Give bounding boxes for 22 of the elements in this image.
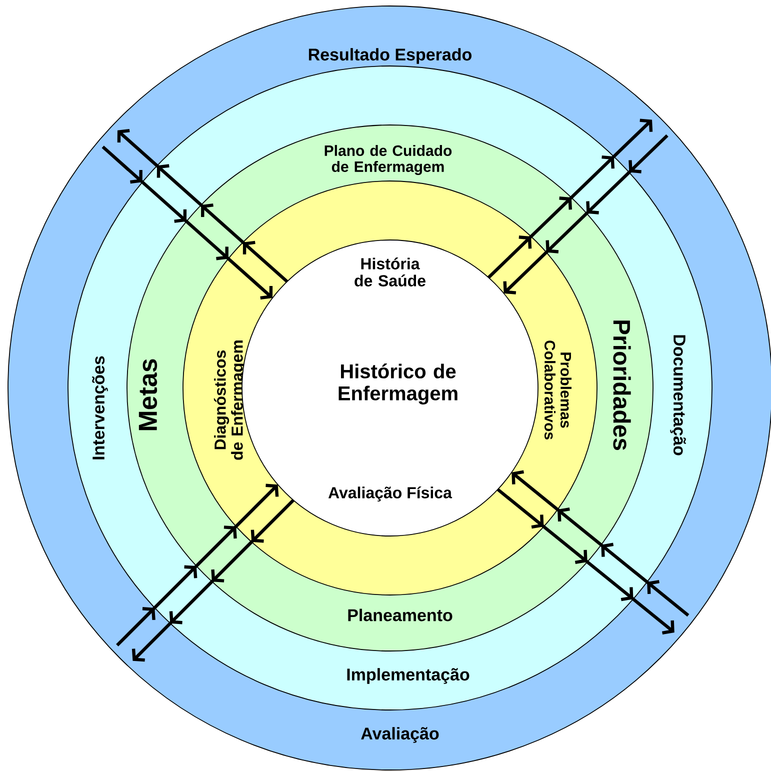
arrow: [512, 470, 690, 617]
ring-label: Avaliação Física: [328, 486, 452, 502]
arrow: [503, 134, 668, 294]
ring-label: Resultado Esperado: [308, 48, 472, 64]
arrow: [487, 118, 653, 279]
arrow: [132, 499, 295, 662]
arrow: [116, 484, 279, 646]
ring-label: Documentação: [670, 335, 686, 456]
ring-label: Prioridades: [613, 320, 631, 450]
ring-label: Intervenções: [92, 356, 108, 460]
arrow: [102, 146, 273, 300]
arrow: [117, 128, 288, 283]
ring-label: Diagnósticos de Enfermagem: [214, 340, 246, 460]
ring-label: Avaliação: [361, 727, 439, 743]
ring-label: Plano de Cuidado de Enfermagem: [324, 144, 452, 176]
ring-label: Histórico de Enfermagem: [338, 364, 458, 404]
arrow: [496, 488, 674, 634]
ring-label: Planeamento: [348, 608, 452, 622]
ring-label: Implementação: [347, 668, 470, 684]
ring-label: Problemas Colaborativos: [544, 340, 572, 440]
ring-label: Metas: [138, 359, 158, 430]
ring-label: História de Saúde: [354, 258, 426, 286]
